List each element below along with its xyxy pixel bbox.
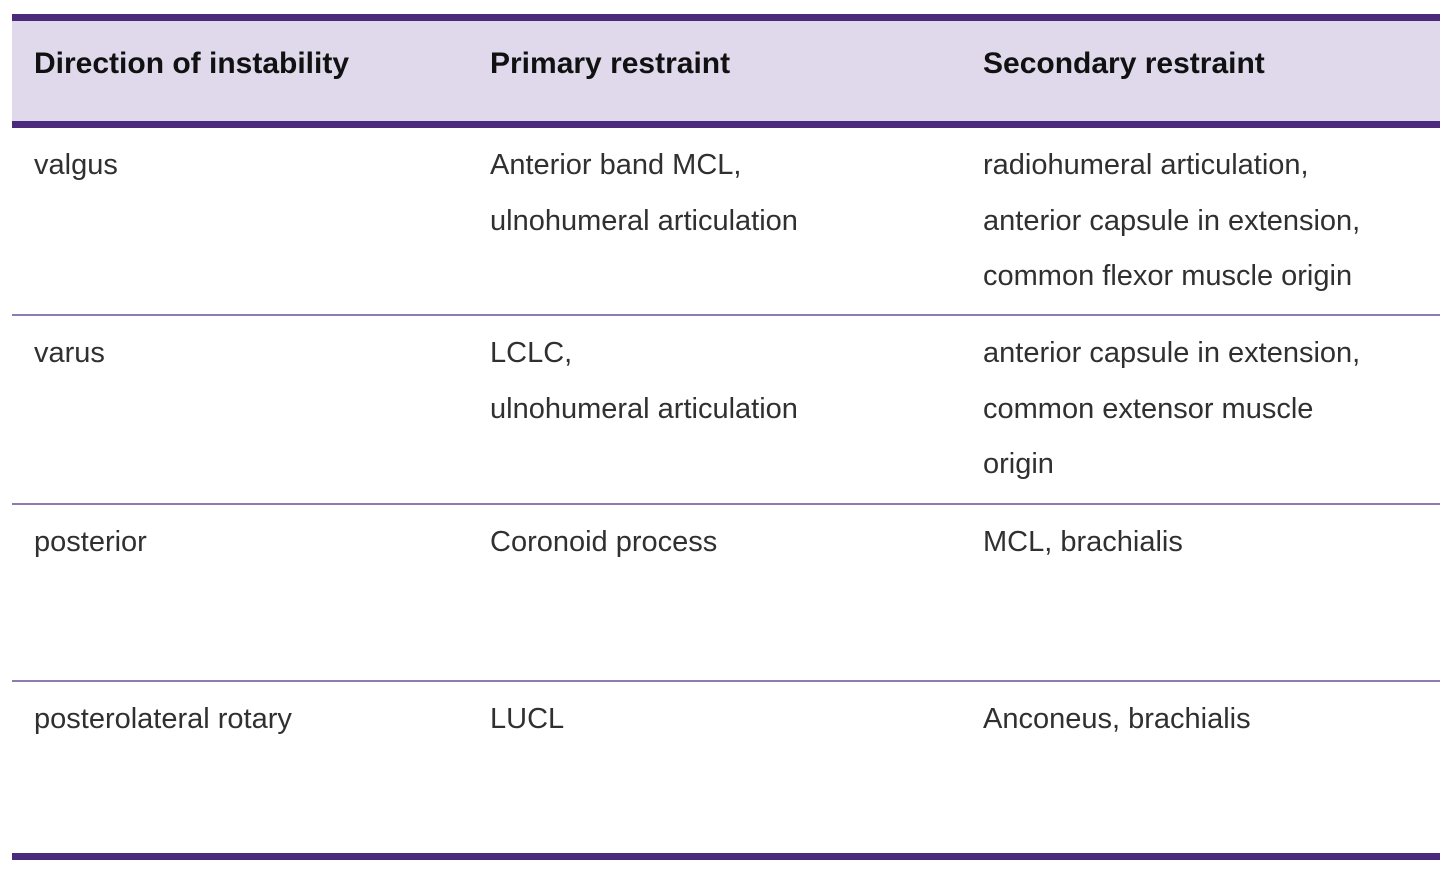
cell-line: LCLC, (490, 337, 573, 369)
cell-line: origin (983, 448, 1054, 480)
table-row: posterolateral rotary LUCL Anconeus, brach… (12, 682, 1440, 860)
cell-direction: valgus (34, 138, 118, 194)
cell-line: Anterior band MCL, (490, 149, 742, 181)
cell-line: anterior capsule in extension, (983, 204, 1361, 237)
cell-line: common flexor muscle origin (983, 260, 1353, 292)
cell-line: valgus (34, 149, 118, 181)
cell-line: common extensor muscle (983, 392, 1314, 425)
cell-line: Coronoid process (490, 526, 718, 558)
cell-line: posterolateral rotary (34, 703, 292, 735)
cell-line: MCL, brachialis (983, 526, 1183, 558)
cell-direction: varus (34, 326, 105, 382)
cell-direction: posterior (34, 515, 147, 571)
header-primary: Primary restraint (490, 47, 731, 80)
table-row: varus LCLC, ulnohumeral articulation anteri… (12, 316, 1440, 505)
cell-primary: LUCL (490, 692, 564, 748)
cell-secondary: Anconeus, brachialis (983, 692, 1251, 748)
cell-primary: LCLC, ulnohumeral articulation (490, 326, 798, 437)
table-row: valgus Anterior band MCL, ulnohumeral arti… (12, 128, 1440, 316)
cell-line: posterior (34, 526, 147, 558)
cell-primary: Anterior band MCL, ulnohumeral articulati… (490, 138, 798, 249)
cell-direction: posterolateral rotary (34, 692, 292, 748)
cell-primary: Coronoid process (490, 515, 717, 571)
cell-secondary: radiohumeral articulation, anterior capsu… (983, 138, 1360, 305)
cell-line: ulnohumeral articulation (490, 204, 798, 237)
restraint-table: Direction of instability Primary restrai… (12, 14, 1440, 860)
table-header: Direction of instability Primary restrai… (12, 14, 1440, 128)
header-direction: Direction of instability (34, 47, 350, 80)
cell-line: Anconeus, brachialis (983, 703, 1251, 735)
table-body: valgus Anterior band MCL, ulnohumeral arti… (12, 128, 1440, 860)
cell-line: ulnohumeral articulation (490, 392, 798, 425)
cell-line: radiohumeral articulation, (983, 149, 1309, 181)
cell-line: LUCL (490, 703, 565, 735)
cell-line: varus (34, 337, 105, 369)
cell-secondary: MCL, brachialis (983, 515, 1183, 571)
table-row: posterior Coronoid process MCL, brachialis (12, 505, 1440, 682)
cell-line: anterior capsule in extension, (983, 337, 1361, 369)
cell-secondary: anterior capsule in extension, common ext… (983, 326, 1360, 493)
header-secondary: Secondary restraint (983, 47, 1265, 80)
